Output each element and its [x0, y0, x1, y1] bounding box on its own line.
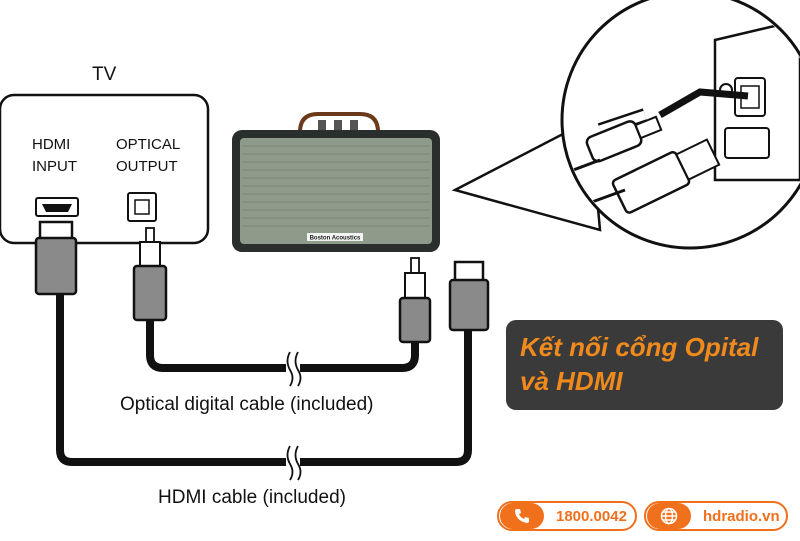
optical-output-label-line2: OUTPUT [116, 158, 178, 175]
hdmi-cable [56, 290, 472, 466]
globe-icon [647, 503, 691, 529]
banner-line2: và HDMI [520, 366, 623, 396]
tv-hdmi-port-inner [42, 204, 72, 212]
optical-cable-break [286, 351, 302, 387]
hdmi-input-label-line1: HDMI [32, 136, 71, 153]
optical-cable-label: Optical digital cable (included) [120, 394, 374, 415]
speaker-logo-text: Boston Acoustics [310, 236, 361, 242]
phone-pill[interactable]: 1800.0042 [497, 501, 637, 531]
zoom-hdmi-plug [611, 138, 721, 214]
speaker-hdmi-plug [448, 260, 490, 332]
zoom-detail [451, 0, 800, 250]
zoom-optical-plug [585, 115, 663, 163]
hdmi-port [724, 127, 770, 159]
website-pill[interactable]: hdradio.vn [644, 501, 788, 531]
optical-cable [146, 320, 419, 372]
banner-line1: Kết nối cổng Opital [520, 332, 759, 362]
hdmi-cable-break [286, 445, 302, 481]
tv-optical-plug [132, 227, 168, 322]
speaker-handle [298, 112, 380, 133]
optical-output-label-line1: OPTICAL [116, 136, 181, 153]
speaker-optical-plug [398, 257, 432, 344]
tv-hdmi-plug [34, 220, 78, 296]
title-banner: Kết nối cổng Opital và HDMI [506, 320, 783, 410]
hdmi-cable-label: HDMI cable (included) [158, 487, 346, 508]
tv-title: TV [92, 64, 117, 85]
website-url: hdradio.vn [703, 507, 780, 525]
phone-icon [500, 503, 544, 529]
zoom-optical-cable [658, 88, 749, 119]
phone-number: 1800.0042 [556, 507, 627, 525]
speaker: Boston Acoustics [232, 112, 440, 252]
hdmi-input-label-line2: INPUT [32, 158, 77, 175]
speaker-logo-plate [307, 233, 363, 241]
